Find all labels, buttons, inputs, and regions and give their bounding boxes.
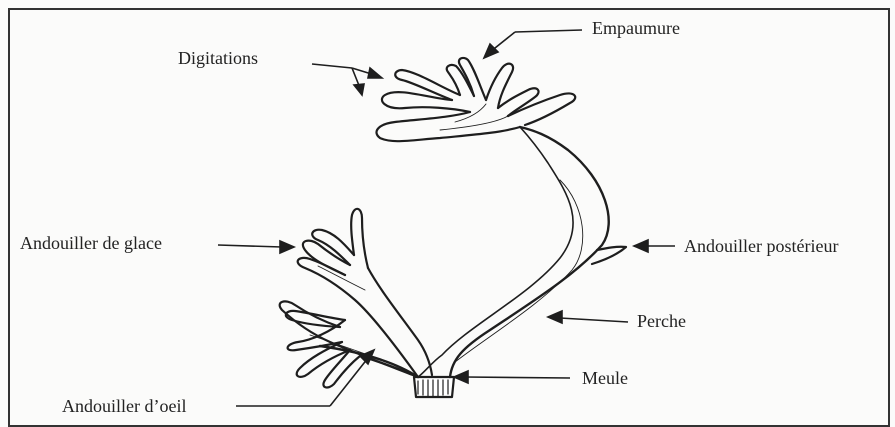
brow-tine-shape	[280, 301, 418, 387]
bez-tine-shape	[298, 209, 432, 377]
label-meule: Meule	[582, 368, 628, 388]
andouiller-posterieur-arrow	[634, 240, 675, 252]
empaumure-arrow	[484, 30, 582, 58]
label-perche: Perche	[637, 311, 686, 331]
andouiller-doeil-arrow	[236, 350, 374, 406]
label-andouiller-de-glace: Andouiller de glace	[20, 233, 162, 253]
burr-shape	[414, 377, 454, 397]
label-andouiller-doeil: Andouiller d’oeil	[62, 396, 186, 416]
antler-illustration	[280, 58, 626, 397]
label-empaumure: Empaumure	[592, 18, 680, 38]
meule-arrow	[454, 371, 570, 383]
main-beam-shape	[320, 127, 609, 377]
perche-arrow	[548, 311, 628, 323]
andouiller-de-glace-arrow	[218, 241, 294, 253]
posterior-tine-shape	[592, 247, 626, 264]
labels: Digitations Empaumure Andouiller de glac…	[20, 18, 838, 416]
label-digitations: Digitations	[178, 48, 258, 68]
label-andouiller-posterieur: Andouiller postérieur	[684, 236, 838, 256]
palm-shape	[376, 58, 575, 141]
digitations-arrows	[312, 64, 382, 95]
